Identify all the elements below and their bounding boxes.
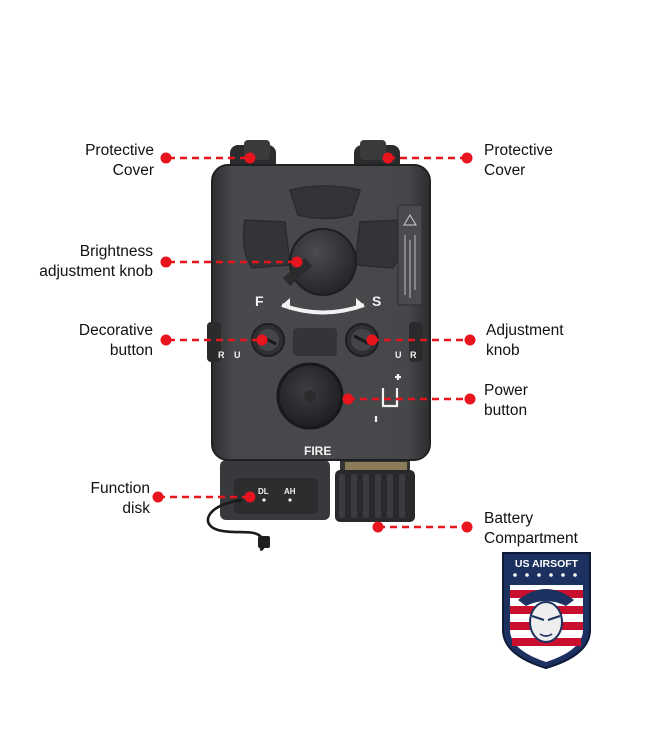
mark-u-right: U bbox=[395, 350, 402, 360]
label-line: Cover bbox=[484, 162, 526, 179]
label-line: Compartment bbox=[484, 530, 578, 547]
left-side-button bbox=[207, 322, 221, 362]
label-protective-cover-right: Protective Cover bbox=[484, 141, 553, 181]
label-protective-cover-left: Protective Cover bbox=[85, 141, 154, 181]
right-side-button bbox=[409, 322, 423, 362]
label-function-disk: Function disk bbox=[91, 479, 150, 519]
label-line: adjustment knob bbox=[39, 263, 153, 280]
mark-ah: AH bbox=[284, 487, 296, 496]
label-adjustment-knob: Adjustment knob bbox=[486, 321, 564, 361]
label-line: Protective bbox=[85, 142, 154, 159]
power-markings bbox=[374, 374, 401, 422]
label-decorative-button: Decorative button bbox=[79, 321, 153, 361]
label-line: button bbox=[109, 342, 153, 359]
mark-u-left: U bbox=[234, 350, 241, 360]
label-battery-compartment: Battery Compartment bbox=[484, 509, 578, 549]
function-block bbox=[220, 460, 330, 520]
mark-f: F bbox=[255, 293, 264, 309]
mark-r-right: R bbox=[410, 350, 417, 360]
label-line: button bbox=[484, 402, 528, 419]
mark-r-left: R bbox=[218, 350, 225, 360]
callout-leaders bbox=[158, 156, 470, 529]
label-line: Cover bbox=[112, 162, 154, 179]
mark-fire: FIRE bbox=[304, 444, 331, 458]
badge-text: US AIRSOFT bbox=[515, 558, 579, 570]
mark-s: S bbox=[372, 293, 381, 309]
label-line: Decorative bbox=[78, 322, 153, 339]
label-line: Battery bbox=[484, 510, 534, 527]
label-line: Function bbox=[90, 480, 150, 497]
us-airsoft-badge: US AIRSOFT bbox=[502, 552, 591, 670]
label-line: Adjustment bbox=[486, 322, 564, 339]
label-line: Power bbox=[484, 382, 528, 399]
callout-dots bbox=[152, 152, 476, 533]
label-line: disk bbox=[122, 500, 150, 517]
mark-dl: DL bbox=[258, 487, 269, 496]
label-line: Protective bbox=[484, 142, 553, 159]
label-brightness-knob: Brightness adjustment knob bbox=[39, 242, 153, 282]
label-line: knob bbox=[486, 342, 520, 359]
label-power-button: Power button bbox=[484, 381, 528, 421]
label-line: Brightness bbox=[79, 243, 153, 260]
cord-clip bbox=[258, 536, 270, 548]
